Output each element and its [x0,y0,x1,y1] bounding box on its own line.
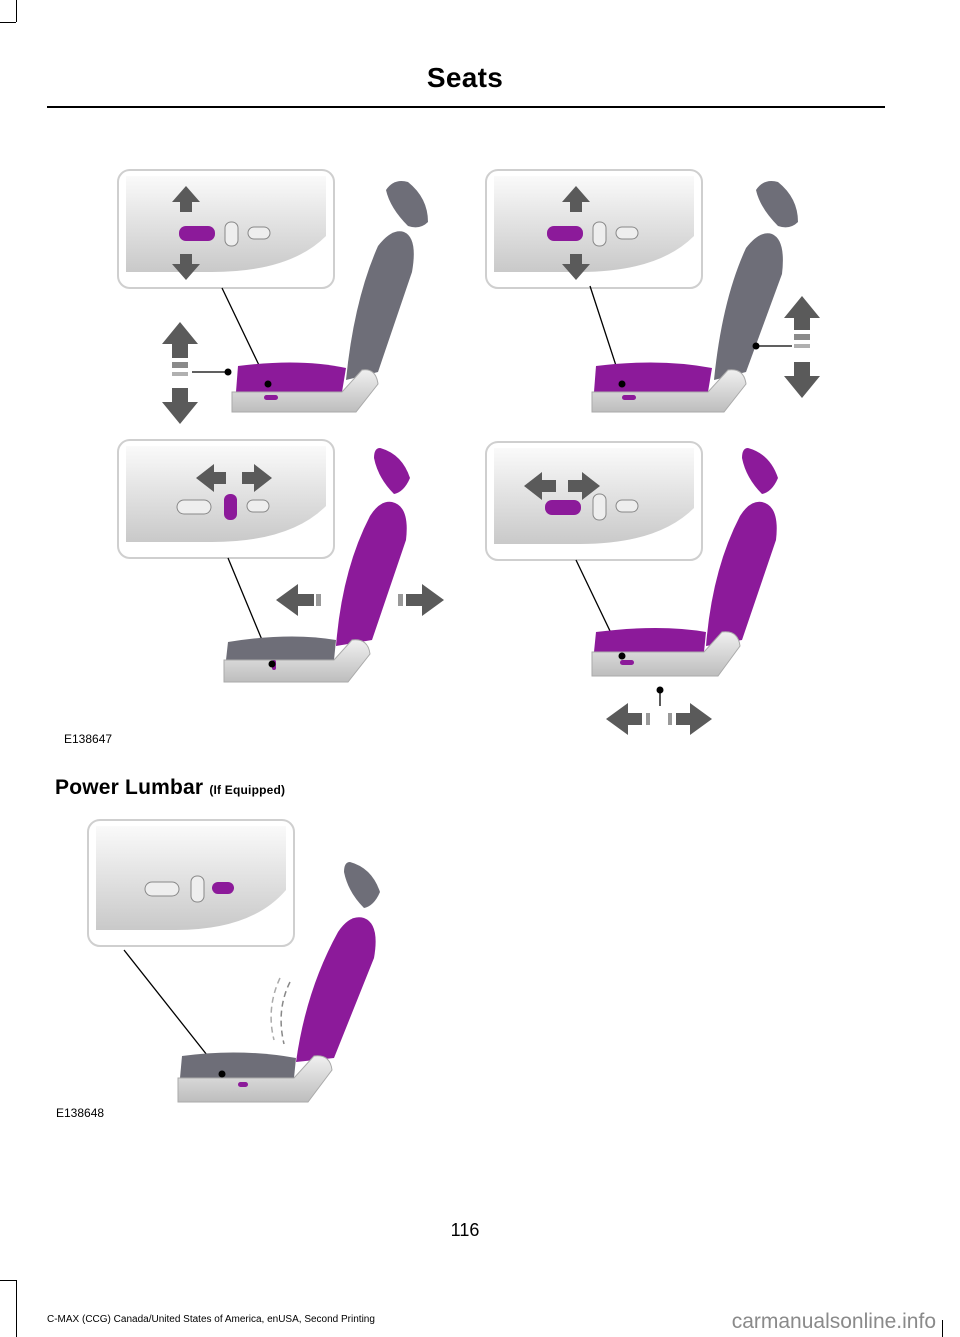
crop-mark [16,1280,17,1337]
down-arrow-icon [172,254,200,280]
seat-tilt-switch [547,226,583,241]
crop-mark [942,1320,943,1337]
crop-mark [16,0,17,22]
crop-mark [0,1280,16,1281]
left-arrow-icon [196,464,226,492]
up-arrow-icon [784,296,820,330]
left-arrow-icon [276,584,314,616]
left-arrow-icon [606,703,642,735]
down-arrow-icon [162,388,198,424]
power-lumbar-figure [87,819,380,1103]
page-title: Seats [426,62,504,93]
seat-tilt-panel [485,169,820,413]
seat-fore-aft-switch [545,500,581,515]
title-rule [47,106,885,108]
up-arrow-icon [562,186,590,212]
section-heading-text: Power Lumbar [55,776,204,799]
lumbar-switch [212,882,234,894]
up-arrow-icon [172,186,200,212]
page-number: 116 [450,1220,480,1240]
up-arrow-icon [162,322,198,358]
right-arrow-icon [676,703,712,735]
footer-edition: C-MAX (CCG) Canada/United States of Amer… [47,1314,375,1325]
seat-height-switch [179,226,215,241]
seat-height-panel [117,169,428,424]
right-arrow-icon [406,584,444,616]
figure-code: E138648 [56,1106,105,1120]
section-heading: Power Lumbar (If Equipped) [55,776,285,800]
figure-code: E138647 [64,732,113,746]
seat-recline-switch [224,494,237,520]
right-arrow-icon [242,464,272,492]
watermark: carmanualsonline.info [731,1310,936,1333]
seat-recline-panel [117,439,444,683]
crop-mark [0,22,16,23]
power-seat-figure [117,169,820,735]
right-arrow-icon [568,472,600,500]
down-arrow-icon [784,362,820,398]
down-arrow-icon [562,254,590,280]
section-heading-qualifier: (If Equipped) [209,783,286,797]
left-arrow-icon [524,472,556,500]
seat-fore-aft-panel [485,441,778,735]
